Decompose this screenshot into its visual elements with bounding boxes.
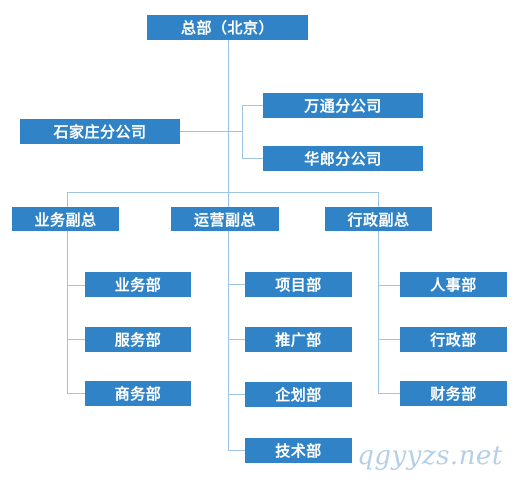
watermark: qgyyzs.net (357, 441, 503, 471)
node-dept-hr: 人事部 (400, 272, 507, 297)
node-dept-promotion: 推广部 (245, 327, 352, 352)
connector-right-branch (228, 131, 242, 132)
connector-vp1-dept2 (67, 339, 85, 340)
connector-vp3-dept1 (378, 285, 400, 286)
node-dept-planning: 企划部 (245, 382, 352, 407)
connector-vp1-drop (67, 192, 68, 207)
node-branch-wantong: 万通分公司 (263, 93, 423, 118)
node-headquarters: 总部（北京） (147, 15, 308, 40)
connector-vp3-dept3 (378, 393, 400, 394)
connector-right-top-branch (242, 105, 263, 106)
connector-vp1-dept1 (67, 285, 85, 286)
connector-right-bottom-branch (242, 158, 263, 159)
connector-vp2-drop (228, 192, 229, 207)
node-dept-service: 服务部 (85, 327, 191, 352)
node-vp-operations: 运营副总 (171, 207, 279, 231)
node-vp-administration: 行政副总 (325, 207, 432, 231)
connector-vp2-spine (228, 231, 229, 450)
connector-root-trunk (228, 40, 229, 207)
node-dept-finance: 财务部 (400, 381, 507, 406)
node-branch-shijiazhuang: 石家庄分公司 (20, 119, 180, 144)
node-dept-business: 业务部 (85, 272, 191, 297)
node-branch-hualang: 华郎分公司 (263, 146, 423, 171)
connector-vp3-drop (378, 192, 379, 207)
connector-vp3-spine (378, 231, 379, 393)
connector-vp3-dept2 (378, 339, 400, 340)
connector-vp2-dept2 (228, 339, 245, 340)
connector-right-branch-vertical (242, 105, 243, 158)
node-dept-commerce: 商务部 (85, 381, 191, 406)
connector-vp1-spine (67, 231, 68, 393)
node-dept-technology: 技术部 (245, 438, 352, 463)
connector-vp1-dept3 (67, 393, 85, 394)
node-dept-projects: 项目部 (245, 272, 352, 297)
node-dept-admin: 行政部 (400, 327, 507, 352)
connector-vp2-dept3 (228, 394, 245, 395)
node-vp-business: 业务副总 (12, 207, 119, 231)
connector-vp2-dept1 (228, 284, 245, 285)
connector-vp2-dept4 (228, 450, 245, 451)
connector-left-branch (180, 131, 228, 132)
connector-vp-horizontal (67, 192, 378, 193)
